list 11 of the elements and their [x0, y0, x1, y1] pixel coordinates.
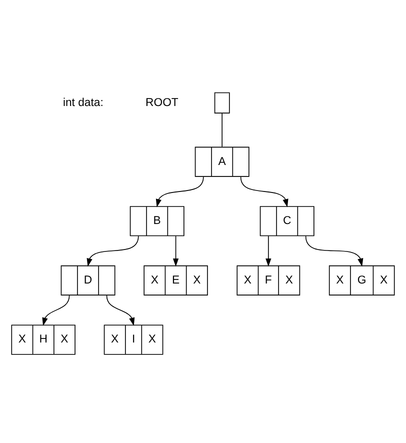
label: int data: [62, 96, 104, 109]
arrow [86, 236, 139, 267]
arrow [42, 295, 70, 326]
node-label: ROOT [146, 96, 178, 109]
arrow [106, 295, 135, 326]
arrow [240, 176, 288, 208]
arrow [156, 176, 204, 208]
arrow [172, 236, 179, 267]
node-box [214, 92, 230, 114]
arrow [305, 236, 364, 267]
arrow [266, 236, 272, 267]
